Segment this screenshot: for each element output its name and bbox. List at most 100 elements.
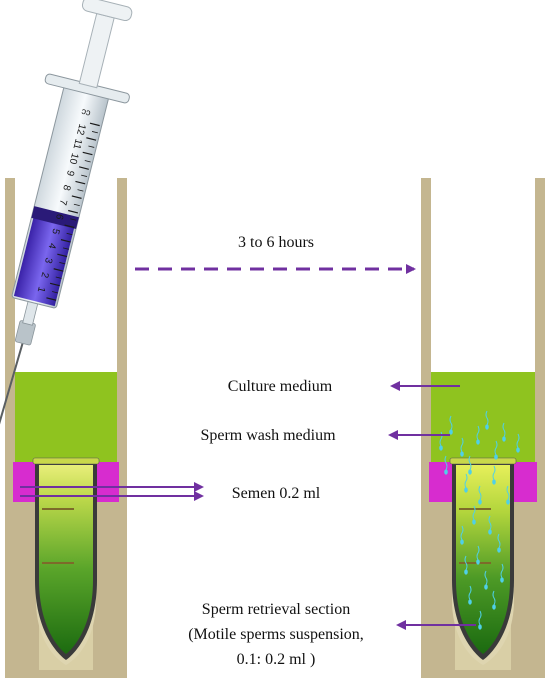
syringe-tick	[55, 276, 62, 279]
sperm-head	[484, 584, 488, 590]
right-semen-ring-right	[510, 462, 537, 502]
syringe-tick	[70, 218, 77, 221]
culture-medium-label: Culture medium	[228, 378, 333, 395]
sperm-tail	[460, 525, 464, 541]
sperm-head	[492, 479, 496, 485]
sperm-head	[506, 499, 510, 505]
sperm-tail	[488, 515, 492, 531]
sperm-head	[516, 447, 520, 453]
right-cone-rim	[449, 457, 517, 465]
syringe-scale-number: 11	[70, 138, 83, 151]
sperm-head	[502, 436, 506, 442]
sperm-tail	[464, 555, 468, 571]
sperm-tail	[485, 410, 489, 426]
left-culture-medium-layer	[15, 372, 117, 464]
syringe-scale-number: 6	[53, 213, 65, 221]
syringe-plunger-stopper	[31, 206, 79, 229]
sperm-head	[478, 499, 482, 505]
syringe-scale-number: 12	[74, 123, 87, 137]
syringe-tick	[49, 282, 60, 287]
syringe-tick	[82, 151, 93, 156]
duration-label: 3 to 6 hours	[238, 234, 314, 251]
retrieval-label-line1: Sperm retrieval section	[202, 601, 350, 618]
sperm-tail	[492, 465, 496, 481]
syringe-tick	[81, 174, 88, 177]
sperm-head	[449, 429, 453, 435]
syringe-tick	[66, 232, 73, 236]
sperm-head	[497, 547, 501, 553]
syringe-tick	[71, 195, 82, 199]
sperm-head	[478, 624, 482, 630]
sperm-head	[464, 569, 468, 575]
retrieval-label-line3: 0.1: 0.2 ml )	[237, 651, 316, 668]
syringe-scale-number: 1	[35, 285, 47, 293]
right-semen-ring-left	[429, 462, 456, 502]
syringe-tick	[46, 297, 57, 301]
sperm-tail	[494, 440, 498, 456]
right-tube-base-wall-left	[431, 500, 455, 670]
syringe-tick	[78, 166, 89, 170]
syringe-tick	[86, 137, 97, 141]
syringe-tick	[52, 291, 59, 294]
syringe-tick	[64, 224, 75, 229]
right-cone-liquid	[456, 465, 510, 654]
syringe-scale-number: 9	[64, 169, 76, 177]
syringe-scale-number: 4	[46, 242, 58, 250]
syringe-tick	[73, 203, 80, 207]
sperm-tail	[476, 545, 480, 561]
sperm-tail	[516, 433, 520, 449]
sperm-tail	[449, 415, 453, 431]
sperm-head	[476, 559, 480, 565]
sperm-head	[444, 469, 448, 475]
syringe-tick	[68, 209, 79, 214]
sperm-tail	[444, 455, 448, 471]
syringe-thumb-press	[81, 0, 133, 22]
syringe-tick	[57, 253, 68, 258]
syringe-tick	[91, 131, 98, 134]
syringe-scale-number: 8	[60, 184, 72, 192]
sperm-tail	[478, 485, 482, 501]
syringe-tick	[77, 189, 84, 192]
right-tube-base-wall-right	[511, 500, 535, 670]
syringe-plunger-rod	[78, 12, 115, 89]
sperm-head	[494, 454, 498, 460]
retrieval-label-line2: (Motile sperms suspension,	[188, 626, 364, 643]
sperm-head	[472, 519, 476, 525]
sperm-head	[439, 445, 443, 451]
sperm-tail	[500, 563, 504, 579]
sperm-head	[488, 529, 492, 535]
sperm-wash-medium-label: Sperm wash medium	[200, 427, 336, 444]
sperm-head	[460, 539, 464, 545]
syringe-tick	[59, 262, 66, 265]
sperm-tail	[468, 585, 472, 601]
syringe-scale-number: 5	[49, 227, 61, 235]
sperm-head	[492, 604, 496, 610]
sperm-tail	[484, 570, 488, 586]
syringe-tick	[75, 180, 86, 185]
left-cone-rim	[32, 457, 100, 465]
syringe-liquid	[13, 216, 75, 307]
right-tube	[421, 178, 545, 678]
sperm-tail	[492, 590, 496, 606]
sperm-head	[476, 439, 480, 445]
sperm-tail	[497, 533, 501, 549]
sperm-tail	[472, 505, 476, 521]
left-tube	[5, 178, 127, 678]
sperm-tail	[476, 425, 480, 441]
sperm-head	[460, 451, 464, 457]
semen-label: Semen 0.2 ml	[232, 485, 321, 502]
sperm-tail	[478, 610, 482, 626]
syringe-tick	[84, 160, 91, 163]
syringe-scale-number: 10	[67, 152, 80, 166]
syringe-tick	[88, 145, 95, 148]
sperm-tail	[464, 473, 468, 489]
syringe-scale-number: 2	[38, 271, 50, 279]
syringe-scale-ticks	[46, 122, 100, 301]
left-cone-liquid	[39, 465, 93, 654]
syringe-needle	[0, 339, 25, 488]
sperm-head	[500, 577, 504, 583]
syringe-tick	[53, 268, 64, 272]
